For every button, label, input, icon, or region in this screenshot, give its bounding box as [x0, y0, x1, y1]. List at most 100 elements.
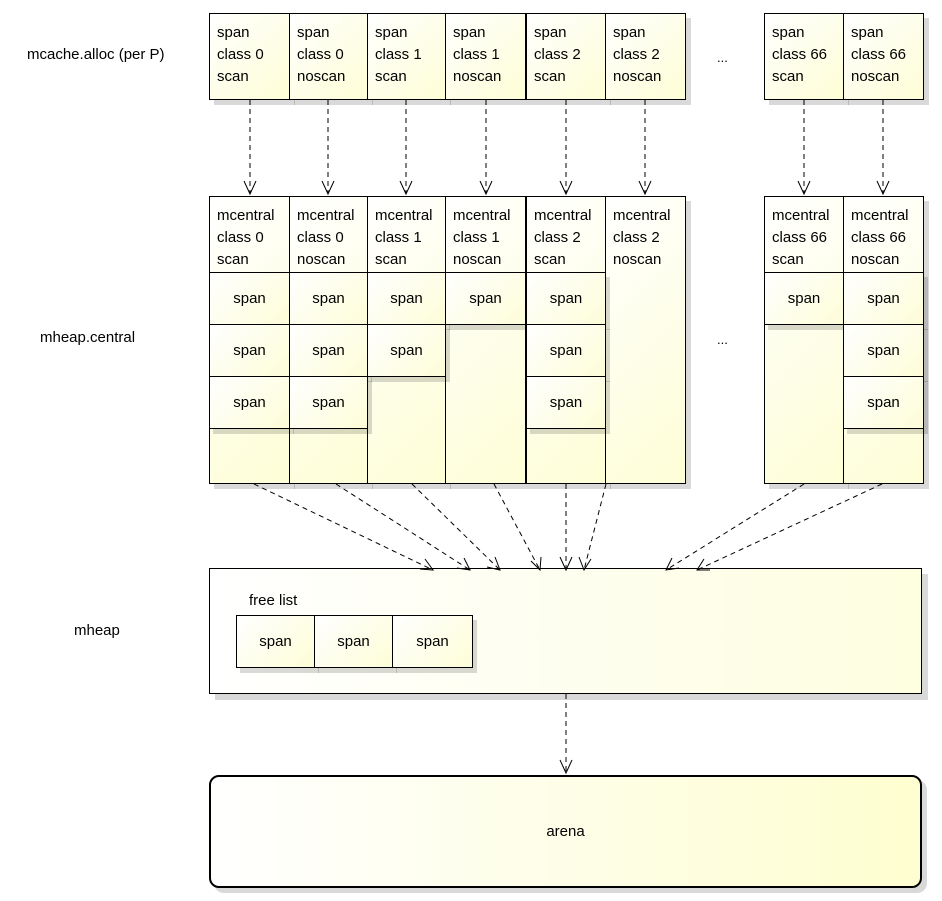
central-span: span: [526, 324, 606, 377]
arena-box: arena: [209, 775, 922, 888]
arrow-line: [696, 483, 883, 571]
cell-line: span: [534, 24, 567, 41]
central-span: span: [843, 272, 924, 325]
cell-line: class 66: [851, 229, 907, 246]
arrow-head: [559, 180, 573, 196]
cell-line: class 1: [375, 229, 422, 246]
central-span: span: [843, 324, 924, 377]
cell-line: class 66: [772, 46, 828, 63]
mcache-cell: span class 2 scan: [526, 13, 606, 100]
cell-line: class 0: [297, 46, 344, 63]
arrow-head: [399, 180, 413, 196]
central-span: span: [526, 272, 606, 325]
cell-line: span: [772, 24, 805, 41]
arrow-head: [559, 759, 573, 775]
cell-line: noscan: [851, 68, 900, 85]
arrow-line: [493, 483, 541, 571]
cell-line: mcentral: [534, 207, 592, 224]
cell-line: noscan: [851, 251, 900, 268]
central-span: span: [764, 272, 844, 325]
cell-line: mcentral: [217, 207, 275, 224]
cell-line: noscan: [453, 68, 502, 85]
arrow-line: [411, 483, 501, 571]
mcache-cell: span class 66 scan: [764, 13, 844, 100]
arrow-head: [479, 180, 493, 196]
cell-line: class 2: [613, 229, 660, 246]
cell-line: class 2: [534, 46, 581, 63]
mcentral-column: mcentral class 1 noscan: [445, 196, 526, 484]
mheap-row-label: mheap: [74, 622, 120, 639]
cell-line: scan: [772, 251, 804, 268]
central-ellipsis: ...: [717, 332, 728, 347]
cell-line: mcentral: [613, 207, 671, 224]
cell-line: class 66: [851, 46, 907, 63]
central-span: span: [445, 272, 526, 325]
arrow-line: [335, 483, 471, 571]
cell-line: class 2: [534, 229, 581, 246]
mheap-central-row-label: mheap.central: [40, 329, 136, 346]
mcache-cell: span class 0 scan: [209, 13, 290, 100]
cell-line: scan: [217, 251, 249, 268]
cell-line: span: [297, 24, 330, 41]
cell-line: scan: [534, 68, 566, 85]
mcache-row-label: mcache.alloc (per P): [27, 46, 165, 63]
mcache-cell: span class 2 noscan: [605, 13, 686, 100]
cell-line: scan: [375, 68, 407, 85]
free-list-span: span: [392, 615, 473, 668]
cell-line: noscan: [613, 251, 662, 268]
cell-line: mcentral: [772, 207, 830, 224]
cell-line: scan: [375, 251, 407, 268]
cell-line: span: [217, 24, 250, 41]
central-span: span: [289, 376, 368, 429]
arrow-head: [876, 180, 890, 196]
central-span: span: [526, 376, 606, 429]
central-span: span: [843, 376, 924, 429]
central-span: span: [289, 272, 368, 325]
cell-line: scan: [217, 68, 249, 85]
cell-line: scan: [534, 251, 566, 268]
mcache-cell: span class 66 noscan: [843, 13, 924, 100]
arrow-head: [638, 180, 652, 196]
cell-line: class 1: [453, 229, 500, 246]
central-span: span: [209, 376, 290, 429]
central-span: span: [367, 272, 446, 325]
cell-line: span: [851, 24, 884, 41]
arrow-line: [583, 483, 607, 571]
central-span: span: [289, 324, 368, 377]
cell-line: scan: [772, 68, 804, 85]
cell-line: mcentral: [453, 207, 511, 224]
mcache-cell: span class 1 scan: [367, 13, 446, 100]
mcentral-column: mcentral class 66 scan: [764, 196, 844, 484]
cell-line: class 0: [217, 46, 264, 63]
cell-line: class 0: [297, 229, 344, 246]
central-span: span: [209, 324, 290, 377]
cell-line: class 0: [217, 229, 264, 246]
cell-line: span: [613, 24, 646, 41]
central-span: span: [209, 272, 290, 325]
cell-line: class 2: [613, 46, 660, 63]
central-span: span: [367, 324, 446, 377]
cell-line: span: [453, 24, 486, 41]
mcentral-column: mcentral class 2 noscan: [605, 196, 686, 484]
cell-line: mcentral: [297, 207, 355, 224]
cell-line: mcentral: [851, 207, 909, 224]
arrow-line: [665, 483, 805, 571]
cell-line: noscan: [453, 251, 502, 268]
cell-line: class 1: [453, 46, 500, 63]
cell-line: noscan: [297, 251, 346, 268]
mcache-cell: span class 1 noscan: [445, 13, 526, 100]
cell-line: class 1: [375, 46, 422, 63]
arena-label: arena: [546, 823, 585, 840]
arrow-head: [321, 180, 335, 196]
cell-line: mcentral: [375, 207, 433, 224]
free-list-span: span: [236, 615, 315, 668]
cell-line: noscan: [613, 68, 662, 85]
mcache-ellipsis: ...: [717, 50, 728, 65]
arrow-head: [797, 180, 811, 196]
arrow-head: [243, 180, 257, 196]
free-list-span: span: [314, 615, 393, 668]
cell-line: class 66: [772, 229, 828, 246]
arrow-line: [253, 483, 434, 571]
cell-line: span: [375, 24, 408, 41]
